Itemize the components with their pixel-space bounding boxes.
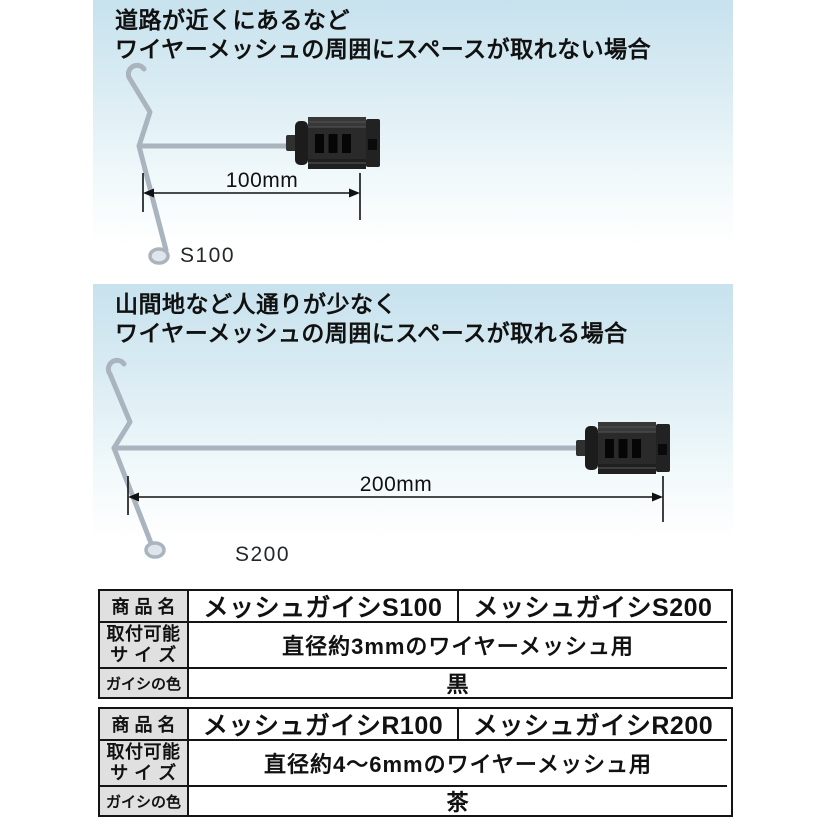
spec-label-mount-size-line2: サ イ ズ	[110, 645, 177, 665]
heading-line-2: ワイヤーメッシュの周囲にスペースが取れる場合	[115, 320, 628, 346]
spec-block-r-series: 商 品 名 メッシュガイシR100 メッシュガイシR200 取付可能 サ イ ズ…	[98, 707, 733, 817]
spec-block-s-series: 商 品 名 メッシュガイシS100 メッシュガイシS200 取付可能 サ イ ズ…	[98, 589, 733, 699]
spec-product-name-cell: メッシュガイシS200	[457, 591, 727, 621]
usage-case-s200-panel: 山間地など人通りが少なく ワイヤーメッシュの周囲にスペースが取れる場合	[93, 284, 733, 574]
spec-label-mount-size: 取付可能 サ イ ズ	[100, 739, 187, 785]
dimension-arrow	[127, 476, 664, 522]
spec-label-mount-size-line1: 取付可能	[106, 742, 181, 762]
s200-product-label: S200	[235, 543, 290, 566]
spec-table: 商 品 名 メッシュガイシS100 メッシュガイシS200 取付可能 サ イ ズ…	[98, 589, 733, 817]
spec-label-product-name: 商 品 名	[100, 709, 187, 739]
spec-label-product-name: 商 品 名	[100, 591, 187, 621]
s100-product-label: S100	[180, 244, 235, 267]
insulator	[576, 422, 670, 474]
spec-insulator-color-value: 黒	[187, 667, 727, 697]
spec-product-name-cell: メッシュガイシS100	[187, 591, 457, 621]
s100-dimension-label: 100mm	[226, 169, 299, 192]
insulator	[286, 117, 380, 169]
spec-mount-size-value: 直径約4〜6mmのワイヤーメッシュ用	[187, 739, 727, 785]
spec-label-mount-size: 取付可能 サ イ ズ	[100, 621, 187, 667]
dimension-arrow	[142, 173, 361, 220]
s100-diagram: 100mm S100	[125, 62, 380, 267]
heading-line-1: 道路が近くにあるなど	[115, 7, 350, 33]
spec-mount-size-value: 直径約3mmのワイヤーメッシュ用	[187, 621, 727, 667]
usage-case-s200-heading: 山間地など人通りが少なく ワイヤーメッシュの周囲にスペースが取れる場合	[115, 290, 628, 348]
spec-label-mount-size-line1: 取付可能	[106, 624, 181, 644]
spec-label-mount-size-line2: サ イ ズ	[110, 763, 177, 783]
spec-label-insulator-color: ガイシの色	[100, 667, 187, 697]
wire-hook-shape	[105, 357, 591, 559]
spec-label-insulator-color: ガイシの色	[100, 785, 187, 815]
spec-product-name-cell: メッシュガイシR200	[457, 709, 727, 739]
usage-case-s100-heading: 道路が近くにあるなど ワイヤーメッシュの周囲にスペースが取れない場合	[115, 6, 651, 64]
s200-dimension-label: 200mm	[360, 473, 433, 496]
s200-diagram: 200mm S200	[105, 357, 670, 566]
heading-line-2: ワイヤーメッシュの周囲にスペースが取れない場合	[115, 36, 652, 62]
heading-line-1: 山間地など人通りが少なく	[115, 291, 397, 317]
spec-product-name-cell: メッシュガイシR100	[187, 709, 457, 739]
wire-hook-shape	[125, 62, 301, 265]
usage-case-s100-panel: 道路が近くにあるなど ワイヤーメッシュの周囲にスペースが取れない場合	[93, 0, 733, 280]
spec-insulator-color-value: 茶	[187, 785, 727, 815]
